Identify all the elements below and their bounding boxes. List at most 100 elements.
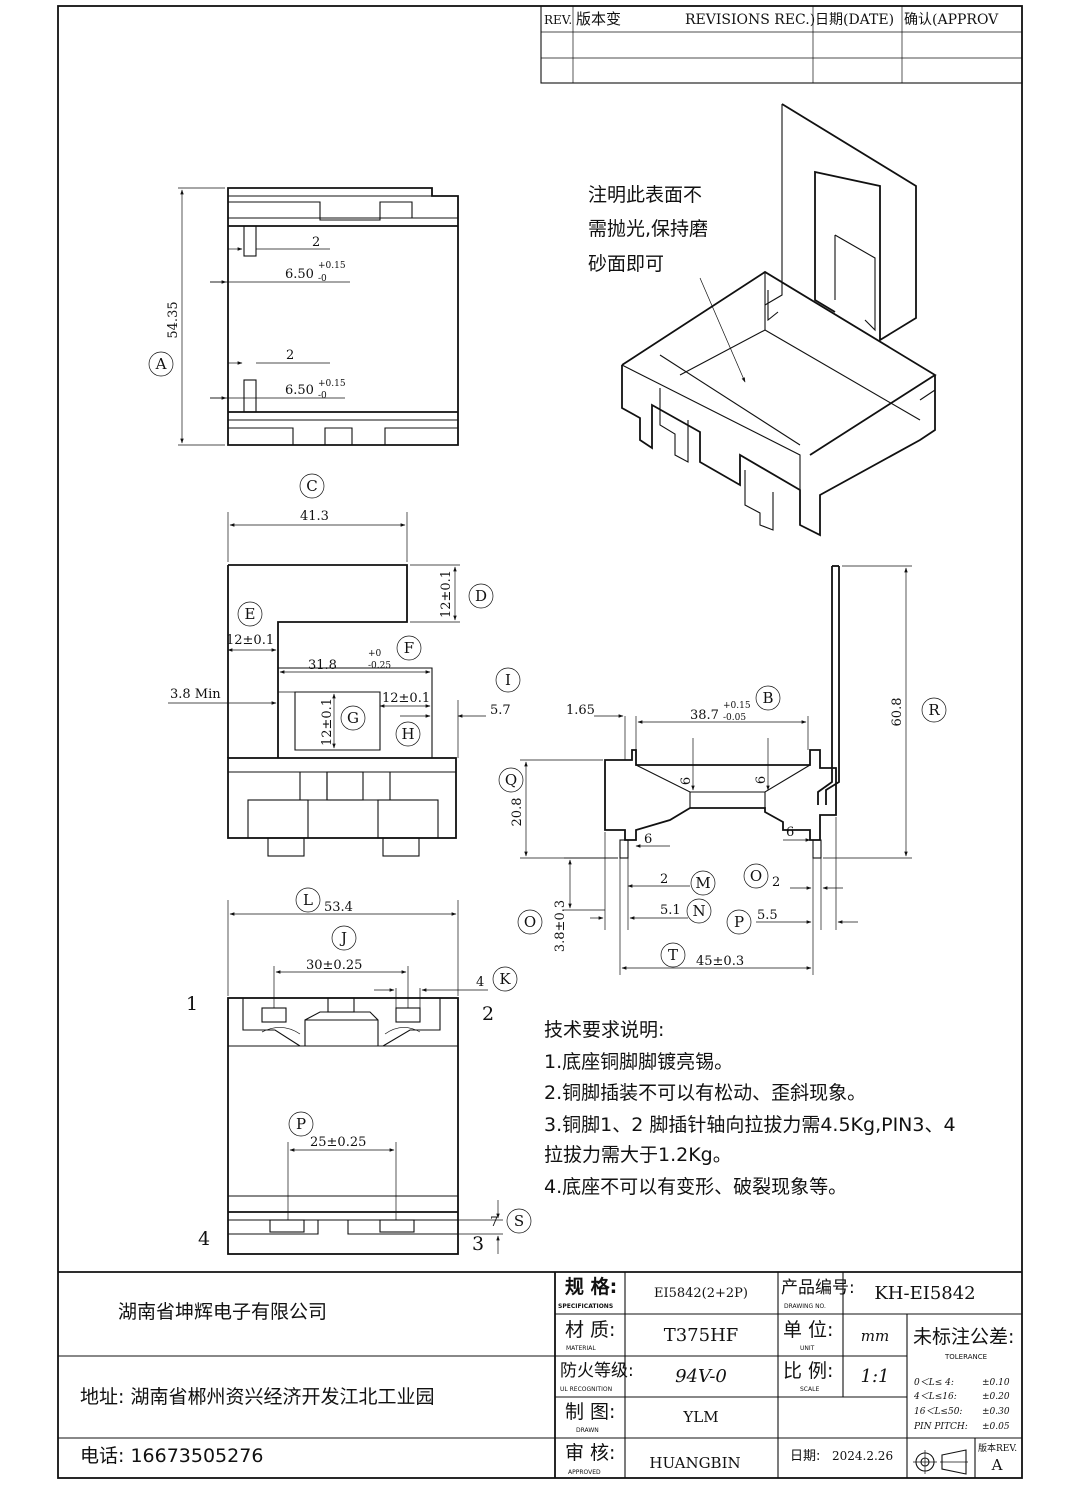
- tolerance-label: 未标注公差:: [913, 1326, 1014, 1348]
- dim-38-7: 38.7: [690, 708, 719, 723]
- tech-note-4: 4.底座不可以有变形、破裂现象等。: [544, 1176, 847, 1198]
- scale-label: 比 例:: [783, 1360, 833, 1382]
- revisions-rec-header: REVISIONS REC.): [685, 12, 815, 28]
- tol-plus-015-b: +0.15: [723, 701, 751, 711]
- dim-5-7: 5.7: [490, 703, 511, 718]
- side-view: 41.3 C 12±0.1 D 12±0.1 E 31.8 +0 -0.25 F…: [168, 473, 521, 857]
- dim-6-50-top: 6.50: [285, 267, 314, 282]
- dim-12-E: 12±0.1: [226, 633, 274, 648]
- callout-N: N: [692, 902, 705, 920]
- dim-41-3: 41.3: [300, 509, 329, 524]
- callout-G: G: [347, 709, 359, 727]
- spec-label: 规 格:: [565, 1275, 617, 1298]
- approved: HUANGBIN: [649, 1454, 740, 1472]
- dim-6-50-bottom: 6.50: [285, 383, 314, 398]
- tol-minus-bottom: -0: [318, 391, 327, 401]
- unit: mm: [861, 1327, 889, 1345]
- tol-value-2: ±0.20: [982, 1392, 1010, 1402]
- revision-table: REV. 版本变 REVISIONS REC.) 日期(DATE) 确认(APP…: [540, 5, 1023, 84]
- dim-2-M: 2: [660, 872, 668, 887]
- company-address: 地址: 湖南省郴州资兴经济开发江北工业园: [80, 1386, 434, 1408]
- projection-symbol-icon: [913, 1449, 968, 1475]
- dim-4-K: 4: [476, 975, 484, 990]
- callout-T: T: [668, 946, 678, 964]
- scale: 1:1: [861, 1366, 890, 1387]
- dim-2-O: 2: [772, 875, 780, 890]
- dim-2-bottom: 2: [286, 348, 294, 363]
- callout-I: I: [505, 671, 511, 689]
- dim-12-D: 12±0.1: [439, 570, 454, 618]
- drawn-en: DRAWN: [576, 1427, 599, 1434]
- tol-range-2: 4＜L≤16:: [913, 1392, 957, 1402]
- dim-60-8: 60.8: [890, 698, 905, 727]
- tol-value-3: ±0.30: [982, 1407, 1010, 1417]
- callout-J: J: [339, 929, 347, 947]
- front-section-view: 1.65 38.7 +0.15 -0.05 B 6 6 6 6 20.8 Q 6…: [498, 565, 947, 975]
- dim-2-top: 2: [312, 235, 320, 250]
- tech-note-3: 3.铜脚1、2 脚插针轴向拉拔力需4.5Kg,PIN3、4: [544, 1114, 956, 1136]
- date-label: 日期:: [790, 1449, 820, 1464]
- callout-B: B: [762, 689, 773, 707]
- date: 2024.2.26: [832, 1449, 893, 1463]
- title-block: 湖南省坤辉电子有限公司 地址: 湖南省郴州资兴经济开发江北工业园 电话: 166…: [58, 1271, 1022, 1478]
- pin-number-3: 3: [472, 1233, 484, 1255]
- note-line-2: 需抛光,保持磨: [588, 218, 708, 240]
- material-en: MATERIAL: [566, 1345, 596, 1352]
- spec-en: SPECIFICATIONS: [558, 1303, 613, 1310]
- callout-A: A: [155, 355, 167, 373]
- dim-30-pm-025: 30±0.25: [306, 958, 362, 973]
- bottom-view: 53.4 L 30±0.25 J 4 K 25±0.25 P 7 S 1: [186, 887, 532, 1255]
- rev-header: REV.: [544, 13, 572, 27]
- top-view: 54.35 2 6.50 +0.15 -0 2 6.50 +0.15 -0 A: [148, 187, 459, 446]
- dim-6-b: 6: [754, 776, 769, 784]
- tech-notes-title: 技术要求说明:: [544, 1019, 664, 1041]
- flame-en: UL RECOGNITION: [560, 1386, 612, 1393]
- tech-note-2: 2.铜脚插装不可以有松动、歪斜现象。: [544, 1082, 866, 1104]
- product-no-label: 产品编号:: [781, 1278, 855, 1298]
- dim-5-5: 5.5: [757, 908, 778, 923]
- dim-54-35: 54.35: [166, 301, 181, 338]
- rev-value: A: [991, 1456, 1003, 1474]
- dim-20-8: 20.8: [510, 798, 525, 827]
- tol-minus-005: -0.05: [723, 713, 746, 723]
- callout-O-right: O: [750, 867, 762, 885]
- callout-E: E: [245, 605, 256, 623]
- callout-S: S: [514, 1212, 524, 1230]
- dim-12-G: 12±0.1: [320, 698, 335, 746]
- tol-range-1: 0＜L≤ 4:: [914, 1378, 954, 1388]
- tol-range-4: PIN PITCH:: [913, 1422, 968, 1432]
- callout-R: R: [928, 701, 940, 719]
- callout-D: D: [475, 587, 487, 605]
- drawing-frame: [57, 5, 1023, 1479]
- company-name: 湖南省坤辉电子有限公司: [118, 1301, 327, 1323]
- tol-plus-bottom: +0.15: [318, 379, 346, 389]
- tol-plus-0: +0: [368, 649, 382, 659]
- product-no: KH-EI5842: [874, 1283, 975, 1304]
- callout-P-front: P: [734, 913, 744, 931]
- company-phone: 电话: 16673505276: [80, 1445, 263, 1467]
- date-header: 日期(DATE): [815, 12, 894, 28]
- note-line-3: 砂面即可: [588, 253, 664, 275]
- drawn-label: 制 图:: [565, 1401, 615, 1423]
- material: T375HF: [664, 1325, 739, 1346]
- unit-en: UNIT: [800, 1345, 815, 1352]
- pin-number-1: 1: [186, 993, 198, 1015]
- dim-7-S: 7: [490, 1215, 498, 1230]
- dim-6-c: 6: [644, 832, 652, 847]
- note-line-1: 注明此表面不: [588, 184, 702, 206]
- callout-K: K: [499, 970, 511, 988]
- tolerance-en: TOLERANCE: [944, 1353, 987, 1361]
- drawn: YLM: [682, 1408, 718, 1426]
- approved-label: 审 核:: [565, 1442, 615, 1464]
- approve-header: 确认(APPROV: [904, 12, 999, 28]
- flame-label: 防火等级:: [560, 1361, 634, 1381]
- approved-en: APPROVED: [568, 1469, 601, 1476]
- dim-1-65: 1.65: [566, 703, 595, 718]
- dim-53-4: 53.4: [324, 900, 353, 915]
- dim-3-8-pm-03: 3.8±0.3: [553, 900, 568, 952]
- dim-31-8: 31.8: [308, 658, 337, 673]
- product-no-en: DRAWING NO.: [784, 1303, 826, 1310]
- dim-3-8-min: 3.8 Min: [170, 687, 221, 702]
- tol-value-4: ±0.05: [982, 1422, 1010, 1432]
